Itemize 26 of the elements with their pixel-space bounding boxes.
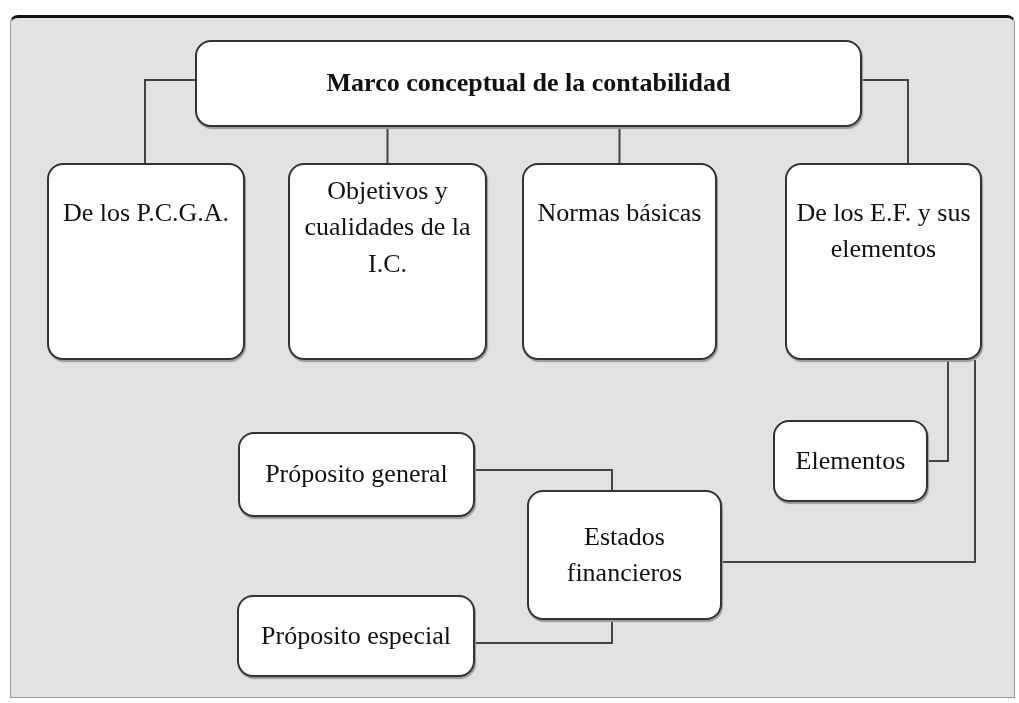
node-label: Marco conceptual de la contabilidad bbox=[325, 67, 732, 100]
topic-box bbox=[527, 490, 722, 620]
node-label: Normas básicas bbox=[536, 197, 703, 229]
node-label: De los P.C.G.A. bbox=[61, 197, 231, 229]
connector-line bbox=[144, 79, 196, 164]
connector-line bbox=[474, 619, 613, 644]
topic-box bbox=[785, 163, 982, 360]
topic-box bbox=[238, 432, 475, 517]
node-label: Elementos bbox=[794, 444, 907, 477]
connector-line bbox=[861, 79, 909, 164]
title-box bbox=[195, 40, 862, 127]
topic-box bbox=[237, 595, 475, 677]
node-label: Objetivos y cualidades de la I.C. bbox=[303, 175, 472, 280]
connector-line bbox=[474, 469, 613, 491]
connector-line bbox=[386, 126, 389, 164]
topic-box bbox=[47, 163, 245, 360]
topic-box bbox=[522, 163, 717, 360]
node-label: Próposito general bbox=[264, 458, 449, 491]
node-label: Próposito especial bbox=[260, 619, 452, 652]
topic-box bbox=[773, 420, 928, 502]
connector-line bbox=[721, 359, 976, 563]
topic-box bbox=[288, 163, 487, 360]
connector-line bbox=[927, 359, 949, 462]
connector-line bbox=[618, 126, 621, 164]
node-label: De los E.F. y sus elementos bbox=[795, 197, 972, 266]
node-label: Estados financieros bbox=[565, 520, 684, 589]
